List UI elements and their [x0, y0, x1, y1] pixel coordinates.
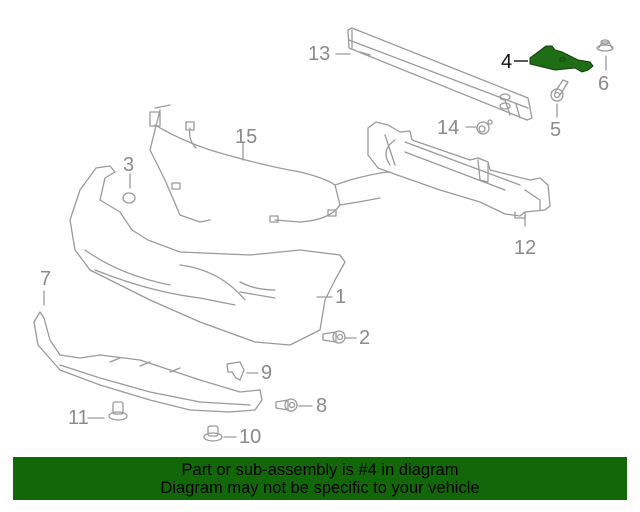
- callout-12[interactable]: 12: [514, 237, 537, 259]
- callout-5[interactable]: 5: [550, 119, 562, 141]
- clip-part-9: [226, 361, 245, 381]
- lower-deflector-part-7: [33, 311, 263, 413]
- wiring-harness-part-15: [149, 104, 391, 223]
- push-pin-part-6: [596, 39, 614, 52]
- screw-part-8: [275, 398, 298, 412]
- callout-14[interactable]: 14: [437, 117, 460, 139]
- banner-part-note: Part or sub-assembly is #4 in diagram: [181, 461, 459, 479]
- callout-1[interactable]: 1: [335, 286, 347, 308]
- retainer-part-10: [203, 425, 223, 442]
- callout-2[interactable]: 2: [359, 327, 371, 349]
- callout-11[interactable]: 11: [68, 407, 89, 429]
- retainer-part-11: [108, 401, 128, 421]
- diagram-notice-banner: Part or sub-assembly is #4 in diagram Di…: [13, 457, 627, 500]
- banner-disclaimer: Diagram may not be specific to your vehi…: [160, 479, 480, 497]
- bolt-part-5: [550, 79, 569, 102]
- callout-15[interactable]: 15: [235, 126, 258, 148]
- energy-absorber-part-12: [367, 121, 551, 219]
- callout-13[interactable]: 13: [308, 43, 331, 65]
- nut-part-14: [476, 119, 493, 135]
- reinforcement-beam-part-13: [347, 27, 533, 121]
- screw-part-2: [322, 330, 346, 344]
- bumper-fascia-part-1: [69, 165, 346, 346]
- callout-6[interactable]: 6: [598, 73, 610, 95]
- callout-9[interactable]: 9: [261, 362, 273, 384]
- callout-8[interactable]: 8: [316, 395, 328, 417]
- callout-4[interactable]: 4: [501, 51, 513, 73]
- grommet-part-3: [122, 192, 136, 204]
- parts-diagram-drawing: [33, 27, 614, 442]
- bracket-part-4-highlighted: [514, 45, 594, 73]
- parts-diagram: 13 4 6 5 14 15 3 12 7 1 2 9 8 11 10: [33, 27, 614, 448]
- callout-3[interactable]: 3: [123, 154, 135, 176]
- callout-7[interactable]: 7: [40, 268, 52, 290]
- callout-10[interactable]: 10: [239, 426, 262, 448]
